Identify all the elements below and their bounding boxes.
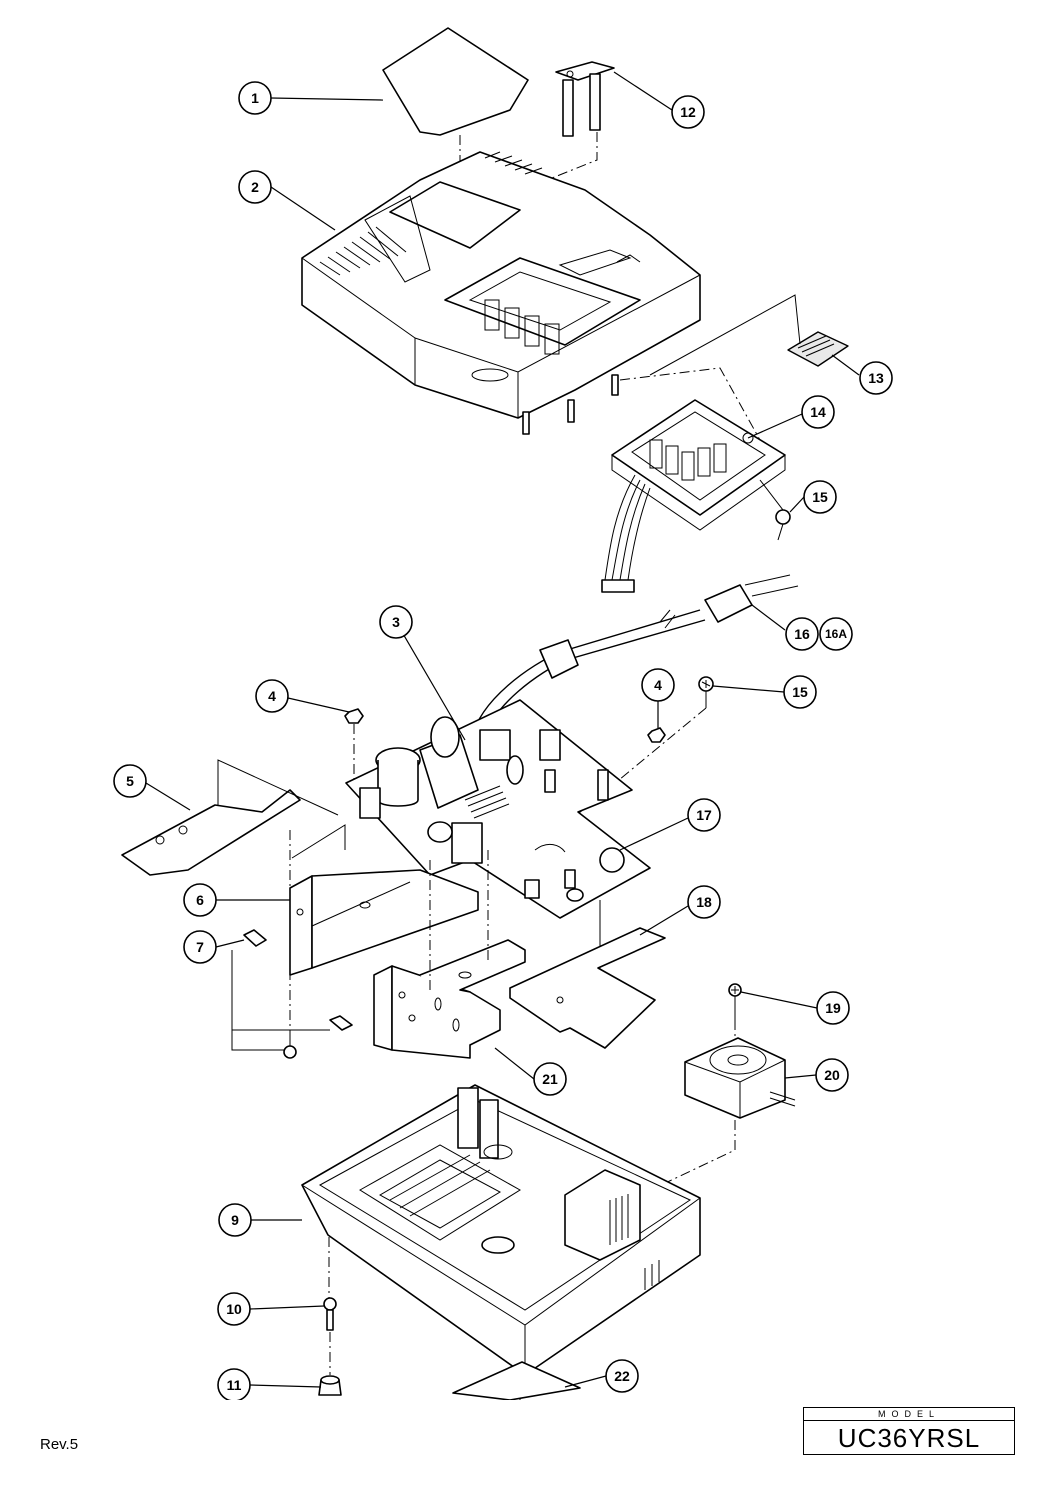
- svg-text:21: 21: [542, 1071, 558, 1087]
- callout-4-right: 4: [641, 668, 675, 702]
- callout-14: 14: [801, 395, 835, 429]
- part-18-insulation-sheet: [509, 927, 666, 1049]
- callout-6: 6: [183, 883, 217, 917]
- svg-text:10: 10: [226, 1301, 242, 1317]
- svg-text:3: 3: [392, 614, 400, 630]
- svg-text:13: 13: [868, 370, 884, 386]
- svg-text:4: 4: [268, 688, 276, 704]
- svg-text:19: 19: [825, 1000, 841, 1016]
- svg-text:2: 2: [251, 179, 259, 195]
- svg-text:9: 9: [231, 1212, 239, 1228]
- svg-text:18: 18: [696, 894, 712, 910]
- part-6-heatsink-bracket: [289, 824, 479, 976]
- callout-7: 7: [183, 930, 217, 964]
- callout-4-left: 4: [255, 679, 289, 713]
- svg-text:16A: 16A: [825, 627, 847, 641]
- part-22-label: [452, 1361, 581, 1400]
- callout-21: 21: [533, 1062, 567, 1096]
- model-name: UC36YRSL: [837, 1423, 981, 1453]
- callout-9: 9: [218, 1203, 252, 1237]
- svg-text:15: 15: [812, 489, 828, 505]
- leader-lines: [145, 71, 860, 1388]
- svg-text:12: 12: [680, 104, 696, 120]
- svg-text:6: 6: [196, 892, 204, 908]
- part-15-screw-upper: [759, 479, 791, 541]
- callout-18: 18: [687, 885, 721, 919]
- callout-20: 20: [815, 1058, 849, 1092]
- svg-text:14: 14: [810, 404, 826, 420]
- part-13-small-label: [649, 294, 849, 376]
- callout-10: 10: [217, 1292, 251, 1326]
- svg-text:4: 4: [654, 677, 662, 693]
- callout-11: 11: [217, 1368, 251, 1400]
- part-7-screws: [231, 830, 353, 1059]
- callout-13: 13: [859, 361, 893, 395]
- revision-label: Rev.5: [40, 1436, 79, 1453]
- svg-text:11: 11: [227, 1377, 242, 1393]
- part-10-screw: [323, 1297, 337, 1375]
- part-21-bracket: [373, 850, 526, 1059]
- svg-text:1: 1: [251, 90, 259, 106]
- callout-16: 16: [785, 617, 819, 651]
- svg-text:5: 5: [126, 773, 134, 789]
- callout-3: 3: [379, 605, 413, 639]
- svg-text:17: 17: [696, 807, 712, 823]
- callout-22: 22: [605, 1359, 639, 1393]
- part-20-fan: [639, 1037, 796, 1196]
- part-12-terminal-bracket: [499, 61, 615, 221]
- callouts: 1 2 3 4 4 5 6 7 9 10 11 12 13 14 15 15 1…: [113, 81, 893, 1400]
- callout-12: 12: [671, 95, 705, 129]
- svg-text:15: 15: [792, 684, 808, 700]
- svg-text:16: 16: [794, 626, 810, 642]
- model-caption: MODEL: [804, 1408, 1014, 1421]
- callout-2: 2: [238, 170, 272, 204]
- exploded-parts-diagram: 1 2 3 4 4 5 6 7 9 10 11 12 13 14 15 15 1…: [113, 27, 893, 1400]
- part-9-lower-housing: [301, 1084, 701, 1400]
- part-14-terminal-holder: [601, 399, 786, 593]
- model-box: MODEL UC36YRSL: [803, 1407, 1015, 1455]
- svg-text:20: 20: [824, 1067, 840, 1083]
- part-2-upper-housing: [301, 151, 761, 441]
- callout-15-upper: 15: [803, 480, 837, 514]
- svg-text:22: 22: [614, 1368, 630, 1384]
- svg-text:7: 7: [196, 939, 204, 955]
- callout-16a: 16A: [819, 617, 853, 651]
- callout-15-lower: 15: [783, 675, 817, 709]
- part-4-nut-right: [647, 727, 666, 743]
- part-11-rubber-foot: [318, 1375, 342, 1396]
- callout-17: 17: [687, 798, 721, 832]
- callout-5: 5: [113, 764, 147, 798]
- callout-19: 19: [816, 991, 850, 1025]
- part-5-insulation-sheet: [121, 759, 339, 876]
- callout-1: 1: [238, 81, 272, 115]
